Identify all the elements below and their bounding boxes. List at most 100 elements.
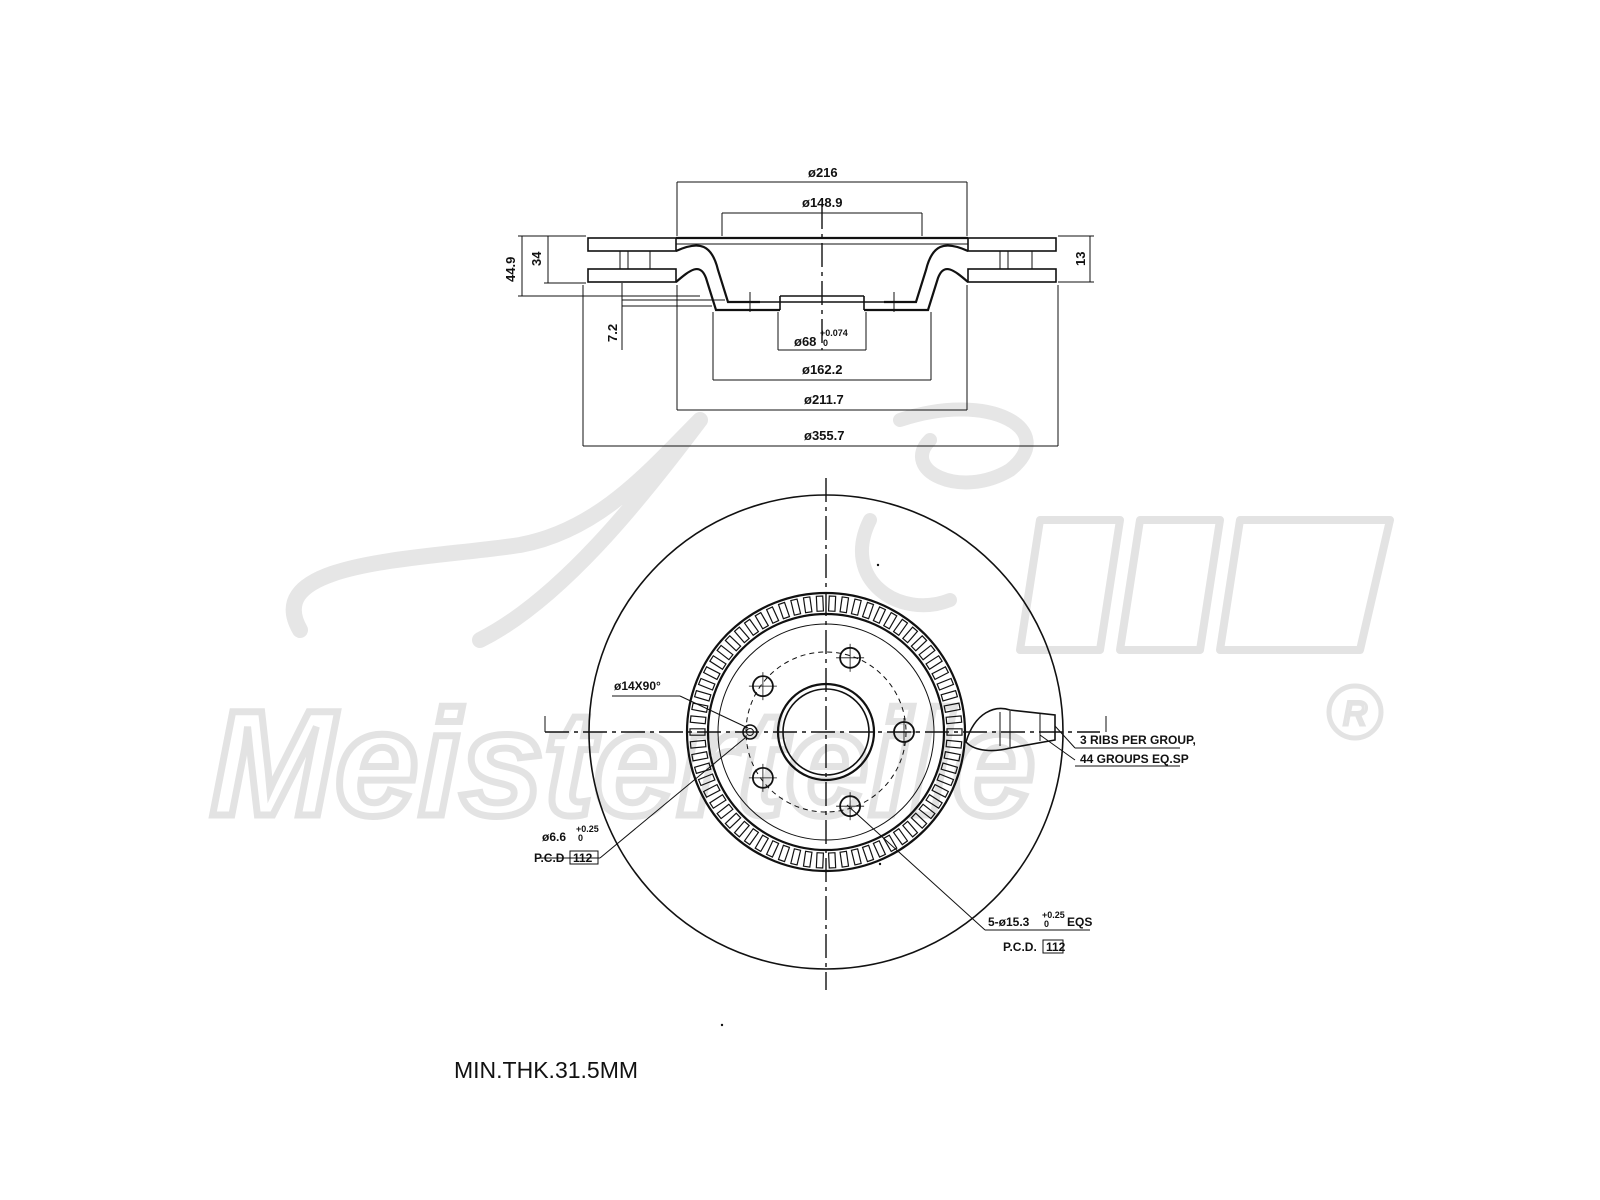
vent-slot (945, 739, 963, 749)
vent-slot (925, 793, 943, 810)
vent-slot (945, 715, 963, 725)
svg-text:34: 34 (529, 251, 544, 266)
vent-slots (689, 595, 963, 869)
vent-slot (765, 606, 780, 625)
dim-216: ø216 (676, 165, 968, 236)
vent-slot (943, 702, 961, 713)
vent-slot (910, 812, 928, 830)
svg-text:EQS: EQS (1067, 915, 1092, 929)
disc-outer-edge (588, 494, 1064, 970)
vent-slot (918, 803, 936, 820)
vent-slot (910, 634, 928, 652)
vent-slot (839, 850, 850, 868)
vent-slot (943, 751, 961, 762)
watermark-registered-mark: R (1343, 695, 1368, 733)
vent-slot (931, 783, 950, 798)
min-thickness-note: MIN.THK.31.5MM (454, 1057, 638, 1083)
vent-ring-inner (706, 612, 946, 852)
vent-slot (936, 677, 955, 691)
svg-text:ø211.7: ø211.7 (804, 392, 844, 407)
vent-slot (827, 595, 837, 612)
dim-162-2: ø162.2 (712, 312, 932, 381)
vent-slot (743, 618, 760, 637)
vent-slot (716, 803, 734, 820)
vent-slot (790, 598, 802, 616)
vent-slot (702, 666, 721, 681)
svg-text:ø148.9: ø148.9 (802, 195, 842, 210)
vent-slot (946, 728, 963, 736)
watermark-registered-circle (1326, 683, 1384, 741)
vent-slot (861, 601, 875, 620)
svg-text:P.C.D: P.C.D (534, 851, 565, 865)
vent-slot (892, 618, 909, 637)
vent-slot (839, 596, 850, 614)
watermark-stripes (1016, 516, 1394, 654)
vent-slot (892, 827, 909, 846)
vent-slot (709, 654, 727, 671)
vent-slot (754, 834, 770, 853)
svg-text:ø162.2: ø162.2 (802, 362, 842, 377)
vent-slot (754, 611, 770, 630)
vent-slot (901, 820, 919, 838)
dim-7-2: 7.2 (605, 283, 630, 350)
svg-text:0: 0 (823, 338, 828, 348)
vent-slot (765, 839, 780, 858)
watermark-brand: Meisterteile (210, 679, 1035, 847)
vent-slot (702, 783, 721, 798)
vent-slot (850, 598, 862, 616)
vent-slot (790, 848, 802, 866)
ribs-note: 3 RIBS PER GROUP, (1080, 733, 1196, 747)
svg-text:ø216: ø216 (808, 165, 838, 180)
svg-text:+0.25: +0.25 (576, 824, 599, 834)
vent-slot (882, 834, 898, 853)
side-section-view: ø216 ø148.9 ø68 +0.074 0 ø162.2 (503, 165, 1094, 447)
vent-slot (691, 751, 709, 762)
disc-section-outline (587, 236, 1057, 312)
vent-slot (827, 852, 837, 869)
svg-text:ø68: ø68 (794, 334, 816, 349)
bolt-holes-note: 5-ø15.3 +0.25 0 EQS P.C.D. 112 (988, 910, 1092, 954)
svg-text:5-ø15.3: 5-ø15.3 (988, 915, 1030, 929)
svg-text:44.9: 44.9 (503, 257, 518, 282)
watermark-swoosh-left (285, 412, 708, 648)
svg-text:P.C.D.: P.C.D. (1003, 940, 1037, 954)
vent-slot (693, 689, 712, 702)
vent-slot (861, 844, 875, 863)
vent-slot (901, 626, 919, 644)
watermark: Meisterteile R (207, 402, 1394, 851)
locating-hole (742, 724, 758, 740)
dim-211-7: ø211.7 (676, 285, 968, 411)
svg-text:0: 0 (1044, 919, 1049, 929)
svg-text:0: 0 (578, 833, 583, 843)
dim-148-9: ø148.9 (721, 195, 923, 236)
watermark-swoosh-right (855, 402, 1034, 613)
dim-34: 34 (529, 236, 586, 284)
vent-slot (872, 839, 887, 858)
svg-text:ø355.7: ø355.7 (804, 428, 844, 443)
dim-13: 13 (1058, 235, 1094, 283)
svg-text:112: 112 (573, 851, 593, 865)
vent-ring-outer (685, 591, 967, 873)
svg-text:+0.074: +0.074 (820, 328, 848, 338)
vent-slot (697, 773, 716, 787)
dim-68: ø68 +0.074 0 (777, 312, 867, 351)
vent-slot (689, 728, 706, 736)
vent-slot (716, 644, 734, 661)
front-view: ø14X90° ø6.6 +0.25 0 P.C.D 112 5-ø15.3 +… (534, 478, 1196, 990)
small-hole-note: ø6.6 +0.25 0 P.C.D 112 (534, 824, 599, 865)
vent-slot (733, 626, 751, 644)
dim-355-7: ø355.7 (582, 285, 1059, 447)
vent-slot (777, 844, 791, 863)
vent-slot (709, 793, 727, 810)
hat-outer (717, 623, 935, 841)
vent-slot (697, 677, 716, 691)
vent-slot (931, 666, 950, 681)
vent-slot (815, 852, 825, 869)
vent-slot (689, 715, 707, 725)
chamfer-note: ø14X90° (614, 679, 661, 693)
vent-slot (940, 762, 959, 775)
center-bore-inner (782, 688, 870, 776)
svg-text:7.2: 7.2 (605, 324, 620, 342)
